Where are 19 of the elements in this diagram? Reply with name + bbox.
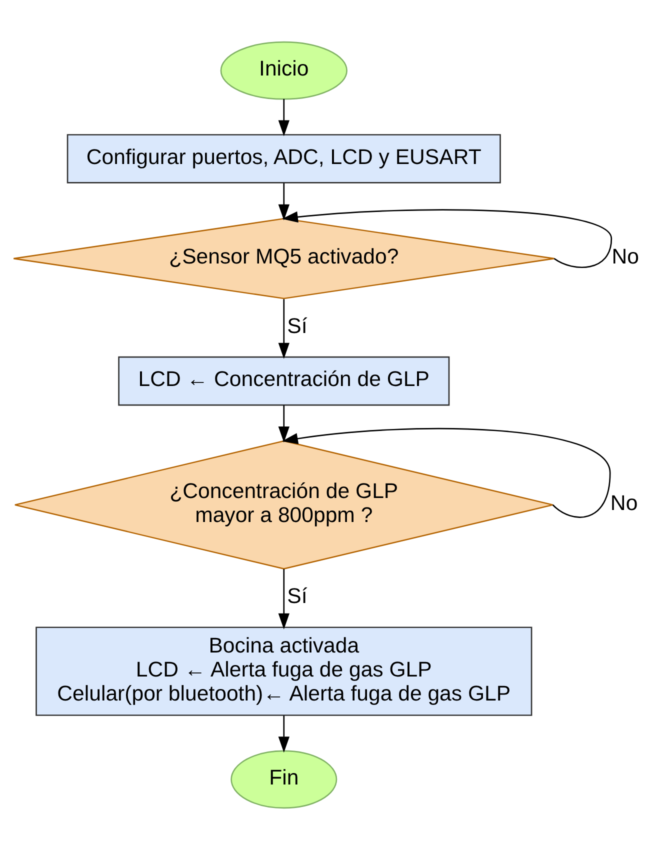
edge-label: No [610, 490, 638, 514]
arrow [278, 98, 290, 136]
arrow [278, 715, 290, 752]
edge-label: Sí [287, 584, 308, 608]
arrow [278, 298, 290, 358]
node-ellipse: Fin [230, 750, 338, 808]
arrow [282, 428, 611, 518]
node-ellipse: Inicio [220, 40, 348, 100]
arrow [278, 568, 290, 629]
arrow [282, 208, 612, 268]
node-box: Bocina activada LCD ← Alerta fuga de gas GLP Celular(por bluetooth)← Alerta fuga de gas GLP [36, 626, 532, 716]
node-box: Configurar puertos, ADC, LCD y EUSART [66, 134, 501, 183]
node-diamond: ¿Concentración de GLP mayor a 800ppm ? [14, 440, 554, 569]
node-box: LCD ← Concentración de GLP [118, 356, 450, 406]
edge-label: No [612, 244, 640, 268]
arrow [278, 404, 290, 442]
edge-label: Sí [287, 313, 308, 338]
arrow [278, 182, 290, 220]
node-diamond: ¿Sensor MQ5 activado? [12, 217, 555, 299]
